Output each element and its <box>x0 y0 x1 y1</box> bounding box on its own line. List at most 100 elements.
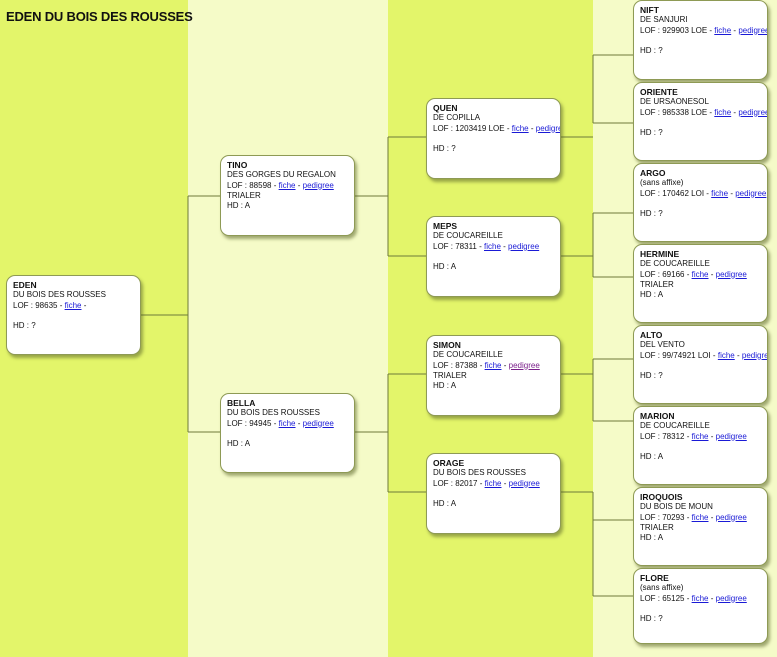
link-separator: - <box>710 431 714 441</box>
pedigree-link[interactable]: pedigree <box>715 431 747 441</box>
dog-name: ORIENTE <box>640 87 678 97</box>
dog-hd: HD : ? <box>640 45 663 55</box>
dog-name: FLORE <box>640 573 669 583</box>
dog-lof-line: LOF : 98635 - fiche - <box>13 301 134 311</box>
dog-affix: DE COUCAREILLE <box>640 421 710 431</box>
dog-card-oriente: ORIENTE DE URSAONESOL LOF : 985338 LOE -… <box>633 82 768 161</box>
fiche-link[interactable]: fiche <box>691 512 709 522</box>
dog-lof-line: LOF : 94945 - fiche - pedigree <box>227 419 348 429</box>
dog-lof-line: LOF : 69166 - fiche - pedigree <box>640 270 761 280</box>
link-separator: - <box>503 360 507 370</box>
pedigree-link[interactable]: pedigree <box>738 25 768 35</box>
dog-affix: DES GORGES DU REGALON <box>227 170 336 180</box>
dog-hd: HD : ? <box>640 370 663 380</box>
fiche-link[interactable]: fiche <box>484 478 502 488</box>
pedigree-link[interactable]: pedigree <box>738 107 768 117</box>
column-generation-2 <box>188 0 388 657</box>
dog-name: MEPS <box>433 221 458 231</box>
dog-card-bella: BELLA DU BOIS DES ROUSSES LOF : 94945 - … <box>220 393 355 473</box>
link-separator: - <box>736 350 740 360</box>
fiche-link[interactable]: fiche <box>484 360 502 370</box>
dog-hd: HD : A <box>433 498 457 508</box>
pedigree-link[interactable]: pedigree <box>508 478 540 488</box>
dog-affix: DU BOIS DES ROUSSES <box>13 290 106 300</box>
dog-card-eden: EDEN DU BOIS DES ROUSSES LOF : 98635 - f… <box>6 275 141 355</box>
fiche-link[interactable]: fiche <box>691 269 709 279</box>
dog-hd: HD : ? <box>433 143 456 153</box>
dog-extra: TRIALER <box>640 279 674 289</box>
dog-lof-line: LOF : 78312 - fiche - pedigree <box>640 432 761 442</box>
dog-lof-line: LOF : 78311 - fiche - pedigree <box>433 242 554 252</box>
dog-lof: LOF : 94945 - <box>227 418 277 428</box>
link-separator: - <box>297 418 301 428</box>
dog-hd: HD : ? <box>13 320 36 330</box>
pedigree-link[interactable]: pedigree <box>741 350 767 360</box>
pedigree-link[interactable]: pedigree <box>535 123 560 133</box>
fiche-link[interactable]: fiche <box>511 123 529 133</box>
dog-hd: HD : ? <box>640 208 663 218</box>
fiche-link[interactable]: fiche <box>484 241 501 251</box>
dog-lof-line: LOF : 1203419 LOE - fiche - pedigree <box>433 123 560 134</box>
dog-lof: LOF : 70293 - <box>640 512 690 522</box>
dog-card-simon: SIMON DE COUCAREILLE LOF : 87388 - fiche… <box>426 335 561 416</box>
dog-card-alto: ALTO DEL VENTO LOF : 99/74921 LOI - fich… <box>633 325 768 404</box>
fiche-link[interactable]: fiche <box>711 188 729 198</box>
fiche-link[interactable]: fiche <box>278 418 296 428</box>
dog-hd: HD : A <box>640 533 664 543</box>
dog-affix: DU BOIS DES ROUSSES <box>433 468 526 478</box>
dog-lof: LOF : 1203419 LOE - <box>433 123 510 133</box>
dog-extra: TRIALER <box>640 522 674 532</box>
dog-affix: DE SANJURI <box>640 15 688 25</box>
dog-lof: LOF : 82017 - <box>433 478 483 488</box>
link-separator: - <box>503 241 506 251</box>
dog-lof: LOF : 99/74921 LOI - <box>640 350 716 360</box>
pedigree-link[interactable]: pedigree <box>715 593 747 603</box>
dog-hd: HD : ? <box>640 127 663 137</box>
fiche-link[interactable]: fiche <box>64 300 82 310</box>
dog-affix: DE COUCAREILLE <box>640 259 710 269</box>
fiche-link[interactable]: fiche <box>691 431 709 441</box>
dog-name: HERMINE <box>640 249 680 259</box>
dog-extra: TRIALER <box>433 370 467 380</box>
dog-lof: LOF : 985338 LOE - <box>640 107 713 117</box>
link-separator: - <box>83 300 87 310</box>
dog-hd: HD : A <box>227 438 251 448</box>
link-separator: - <box>710 593 714 603</box>
dog-hd: HD : A <box>640 290 664 300</box>
pedigree-link[interactable]: pedigree <box>302 180 334 190</box>
dog-card-argo: ARGO (sans affixe) LOF : 170462 LOI - fi… <box>633 163 768 242</box>
dog-lof-line: LOF : 929903 LOE - fiche - pedigree <box>640 25 767 36</box>
fiche-link[interactable]: fiche <box>714 107 732 117</box>
dog-hd: HD : A <box>227 201 251 211</box>
pedigree-link[interactable]: pedigree <box>302 418 334 428</box>
dog-name: QUEN <box>433 103 458 113</box>
dog-hd: HD : A <box>640 451 664 461</box>
pedigree-link[interactable]: pedigree <box>715 512 747 522</box>
page-title: EDEN DU BOIS DES ROUSSES <box>6 9 193 24</box>
dog-lof: LOF : 87388 - <box>433 360 483 370</box>
fiche-link[interactable]: fiche <box>691 593 709 603</box>
dog-lof: LOF : 65125 - <box>640 593 690 603</box>
fiche-link[interactable]: fiche <box>717 350 735 360</box>
dog-affix: DU BOIS DE MOUN <box>640 502 713 512</box>
pedigree-link[interactable]: pedigree <box>735 188 767 198</box>
dog-affix: (sans affixe) <box>640 583 684 593</box>
dog-lof: LOF : 78311 - <box>433 241 482 251</box>
link-separator: - <box>733 107 737 117</box>
dog-card-flore: FLORE (sans affixe) LOF : 65125 - fiche … <box>633 568 768 644</box>
dog-name: ARGO <box>640 168 666 178</box>
dog-lof: LOF : 88598 - <box>227 180 277 190</box>
link-separator: - <box>530 123 534 133</box>
dog-name: IROQUOIS <box>640 492 683 502</box>
dog-card-meps: MEPS DE COUCAREILLE LOF : 78311 - fiche … <box>426 216 561 297</box>
dog-card-orage: ORAGE DU BOIS DES ROUSSES LOF : 82017 - … <box>426 453 561 534</box>
dog-affix: DU BOIS DES ROUSSES <box>227 408 320 418</box>
fiche-link[interactable]: fiche <box>278 180 296 190</box>
pedigree-link[interactable]: pedigree <box>508 241 540 251</box>
fiche-link[interactable]: fiche <box>714 25 732 35</box>
pedigree-link[interactable]: pedigree <box>715 269 747 279</box>
dog-affix: DEL VENTO <box>640 340 685 350</box>
dog-card-hermine: HERMINE DE COUCAREILLE LOF : 69166 - fic… <box>633 244 768 323</box>
pedigree-link[interactable]: pedigree <box>508 360 540 370</box>
